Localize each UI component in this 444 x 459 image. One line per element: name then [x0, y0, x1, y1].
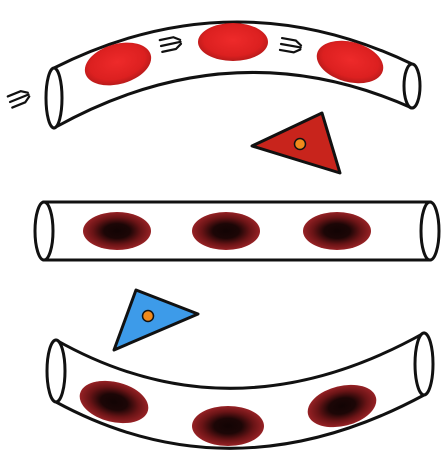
dark-cell [192, 406, 264, 446]
vessel-bottom-left-opening [47, 340, 65, 402]
dark-cell [83, 212, 151, 250]
vessel-top-right-opening [404, 64, 420, 108]
vessel-middle-right-opening [421, 202, 439, 260]
bright-cell [198, 23, 268, 61]
marker-dot [295, 139, 306, 150]
marker-dot [143, 311, 154, 322]
blue-triangle-icon [114, 290, 198, 350]
vessel-bottom [47, 333, 433, 448]
vessel-middle-left-opening [35, 202, 53, 260]
red-triangle-icon [252, 113, 340, 173]
dark-cell [303, 212, 371, 250]
dark-cell [192, 212, 260, 250]
vessel-top [46, 22, 420, 128]
vessel-bottom-right-opening [415, 333, 433, 395]
vessel-middle [35, 202, 439, 260]
flow-arrow-icon [8, 89, 31, 108]
vessel-top-left-opening [46, 68, 62, 128]
